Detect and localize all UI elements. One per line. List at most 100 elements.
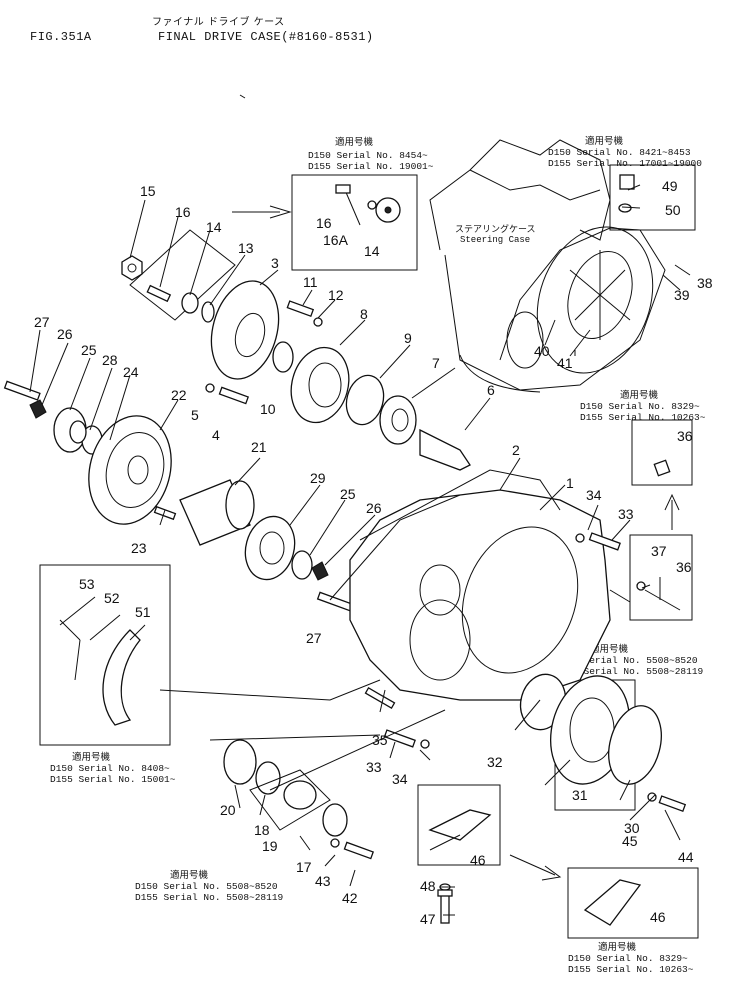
svg-text:14: 14 (206, 219, 222, 235)
svg-text:42: 42 (342, 890, 358, 906)
svg-text:53: 53 (79, 576, 95, 592)
svg-text:28: 28 (102, 352, 118, 368)
svg-text:適用号機: 適用号機 (585, 135, 624, 147)
svg-text:22: 22 (171, 387, 187, 403)
svg-text:3: 3 (271, 255, 279, 271)
svg-text:D155 Serial No. 17001~19000: D155 Serial No. 17001~19000 (548, 158, 702, 169)
svg-text:8: 8 (360, 306, 368, 322)
svg-text:16: 16 (175, 204, 191, 220)
serial-box-bottom-left: 適用号機 D150 Serial No. 5508~8520 D155 Seri… (135, 869, 284, 903)
svg-text:16: 16 (316, 215, 332, 231)
svg-text:51: 51 (135, 604, 151, 620)
svg-text:13: 13 (238, 240, 254, 256)
svg-text:16A: 16A (323, 232, 349, 248)
svg-text:17: 17 (296, 859, 312, 875)
svg-text:D150 Serial No. 8454~: D150 Serial No. 8454~ (308, 150, 428, 161)
title-kana: ファイナル ドライブ ケース (152, 17, 285, 28)
svg-text:48: 48 (420, 878, 436, 894)
svg-text:43: 43 (315, 873, 331, 889)
svg-text:D150 Serial No. 8421~8453: D150 Serial No. 8421~8453 (548, 147, 691, 158)
svg-text:6: 6 (487, 382, 495, 398)
svg-text:24: 24 (123, 364, 139, 380)
svg-text:適用号機: 適用号機 (72, 751, 111, 763)
svg-text:26: 26 (57, 326, 73, 342)
parts-left (3, 229, 471, 612)
leader-lines (29, 94, 691, 916)
svg-text:20: 20 (220, 802, 236, 818)
svg-text:D150 Serial No. 8329~: D150 Serial No. 8329~ (580, 401, 700, 412)
svg-text:32: 32 (487, 754, 503, 770)
svg-text:34: 34 (392, 771, 408, 787)
svg-text:19: 19 (262, 838, 278, 854)
svg-text:5: 5 (191, 407, 199, 423)
svg-text:37: 37 (651, 543, 667, 559)
svg-text:34: 34 (586, 487, 602, 503)
svg-text:47: 47 (420, 911, 436, 927)
serial-box-bottom-right: 適用号機 D150 Serial No. 8329~ D155 Serial N… (567, 867, 699, 975)
svg-text:50: 50 (665, 202, 681, 218)
svg-text:49: 49 (662, 178, 678, 194)
svg-text:33: 33 (366, 759, 382, 775)
svg-text:D150 Serial No. 8329~: D150 Serial No. 8329~ (568, 953, 688, 964)
svg-text:26: 26 (366, 500, 382, 516)
svg-text:36: 36 (676, 559, 692, 575)
svg-text:27: 27 (34, 314, 50, 330)
svg-text:14: 14 (364, 243, 380, 259)
svg-text:適用号機: 適用号機 (335, 136, 374, 148)
svg-text:45: 45 (622, 833, 638, 849)
svg-text:18: 18 (254, 822, 270, 838)
steering-case (429, 139, 666, 393)
svg-text:D155 Serial No. 10263~: D155 Serial No. 10263~ (580, 412, 706, 423)
svg-text:10: 10 (260, 401, 276, 417)
svg-text:D150 Serial No. 8408~: D150 Serial No. 8408~ (50, 763, 170, 774)
svg-text:40: 40 (534, 343, 550, 359)
svg-text:46: 46 (470, 852, 486, 868)
svg-text:41: 41 (557, 355, 573, 371)
svg-text:39: 39 (674, 287, 690, 303)
arrow-top (232, 205, 292, 219)
page-title: FINAL DRIVE CASE(#8160-8531) (158, 30, 374, 44)
serial-box-top: 適用号機 D150 Serial No. 8454~ D155 Serial N… (291, 136, 434, 271)
svg-text:23: 23 (131, 540, 147, 556)
svg-text:46: 46 (650, 909, 666, 925)
svg-text:D150 Serial No. 5508~8520: D150 Serial No. 5508~8520 (555, 655, 698, 666)
svg-text:30: 30 (624, 820, 640, 836)
svg-text:D155 Serial No. 5508~28119: D155 Serial No. 5508~28119 (555, 666, 704, 677)
serial-box-46 (417, 784, 501, 866)
svg-text:適用号機: 適用号機 (598, 941, 637, 953)
svg-text:21: 21 (251, 439, 267, 455)
svg-text:35: 35 (372, 732, 388, 748)
svg-text:1: 1 (566, 475, 574, 491)
svg-text:29: 29 (310, 470, 326, 486)
svg-text:4: 4 (212, 427, 220, 443)
serial-box-left: 適用号機 D150 Serial No. 8408~ D155 Serial N… (39, 564, 176, 785)
svg-text:D155 Serial No. 10263~: D155 Serial No. 10263~ (568, 964, 694, 975)
svg-text:D155 Serial No. 15001~: D155 Serial No. 15001~ (50, 774, 176, 785)
svg-text:25: 25 (81, 342, 97, 358)
steering-case-english: Steering Case (460, 235, 530, 245)
svg-text:44: 44 (678, 849, 694, 865)
svg-text:33: 33 (618, 506, 634, 522)
serial-box-right: 適用号機 D150 Serial No. 8329~ D155 Serial N… (580, 389, 706, 530)
svg-text:2: 2 (512, 442, 520, 458)
serial-box-top-right: 適用号機 D150 Serial No. 8421~8453 D155 Seri… (548, 135, 702, 231)
svg-text:9: 9 (404, 330, 412, 346)
svg-text:15: 15 (140, 183, 156, 199)
svg-text:D155 Serial No. 19001~: D155 Serial No. 19001~ (308, 161, 434, 172)
svg-text:52: 52 (104, 590, 120, 606)
svg-text:31: 31 (572, 787, 588, 803)
svg-text:25: 25 (340, 486, 356, 502)
svg-text:12: 12 (328, 287, 344, 303)
svg-text:D150 Serial No. 5508~8520: D150 Serial No. 5508~8520 (135, 881, 278, 892)
steering-case-kana: ステアリングケース (455, 223, 536, 235)
svg-text:36: 36 (677, 428, 693, 444)
fig-label: FIG.351A (30, 30, 92, 44)
svg-text:D155 Serial No. 5508~28119: D155 Serial No. 5508~28119 (135, 892, 284, 903)
svg-text:適用号機: 適用号機 (620, 389, 659, 401)
svg-text:7: 7 (432, 355, 440, 371)
part-labels: 1 2 3 4 5 6 7 8 9 10 11 12 13 14 14 15 1… (34, 178, 713, 927)
svg-text:適用号機: 適用号機 (170, 869, 209, 881)
svg-text:38: 38 (697, 275, 713, 291)
svg-text:27: 27 (306, 630, 322, 646)
